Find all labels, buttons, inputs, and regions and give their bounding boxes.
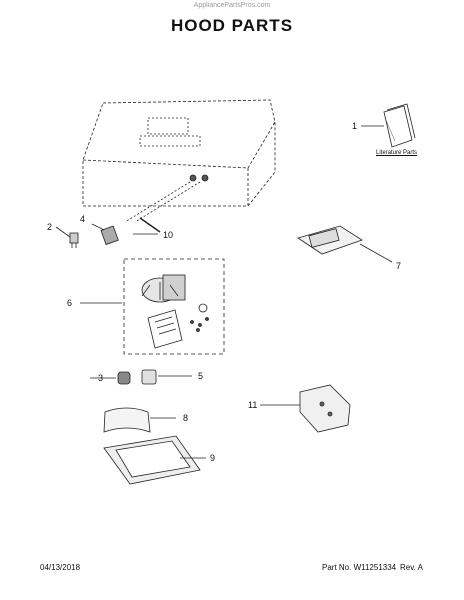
part-6-group-box <box>123 258 225 355</box>
part-9-filter <box>103 435 201 485</box>
part-10-screw <box>139 217 161 233</box>
literature-label: Literature Parts <box>376 150 418 156</box>
blower-motor <box>141 274 186 303</box>
mounting-rod <box>124 181 201 223</box>
callout-2: 2 <box>47 222 53 232</box>
part-5-cover <box>141 369 157 385</box>
part-4-switch <box>100 225 119 246</box>
instruction-sheet <box>147 309 183 349</box>
leader-lines <box>55 125 393 459</box>
callout-10: 10 <box>163 230 174 240</box>
hood-screw <box>201 174 209 182</box>
callout-4: 4 <box>80 214 86 224</box>
hardware-bits <box>190 303 209 332</box>
footer-date: 04/13/2018 <box>40 563 81 572</box>
callout-8: 8 <box>183 413 189 423</box>
part-11-bracket <box>299 384 351 433</box>
footer-revision: Rev. A <box>400 563 423 572</box>
callout-5: 5 <box>198 371 204 381</box>
callout-3: 3 <box>98 373 104 383</box>
hood-screw <box>189 174 197 182</box>
hood-body <box>82 99 276 207</box>
page-title: HOOD PARTS <box>170 16 294 35</box>
part-8-grille <box>103 407 151 433</box>
part-3-knob <box>117 371 131 385</box>
footer-part-number: Part No. W11251334 <box>322 563 397 572</box>
part-7-bracket <box>297 225 363 255</box>
callout-1: 1 <box>352 121 358 131</box>
callout-11: 11 <box>248 400 258 410</box>
callout-7: 7 <box>396 261 402 271</box>
literature-booklet <box>383 103 416 148</box>
callout-6: 6 <box>67 298 73 308</box>
part-2-terminal <box>69 232 79 248</box>
callout-9: 9 <box>210 453 216 463</box>
watermark-text: AppliancePartsPros.com <box>193 2 271 9</box>
